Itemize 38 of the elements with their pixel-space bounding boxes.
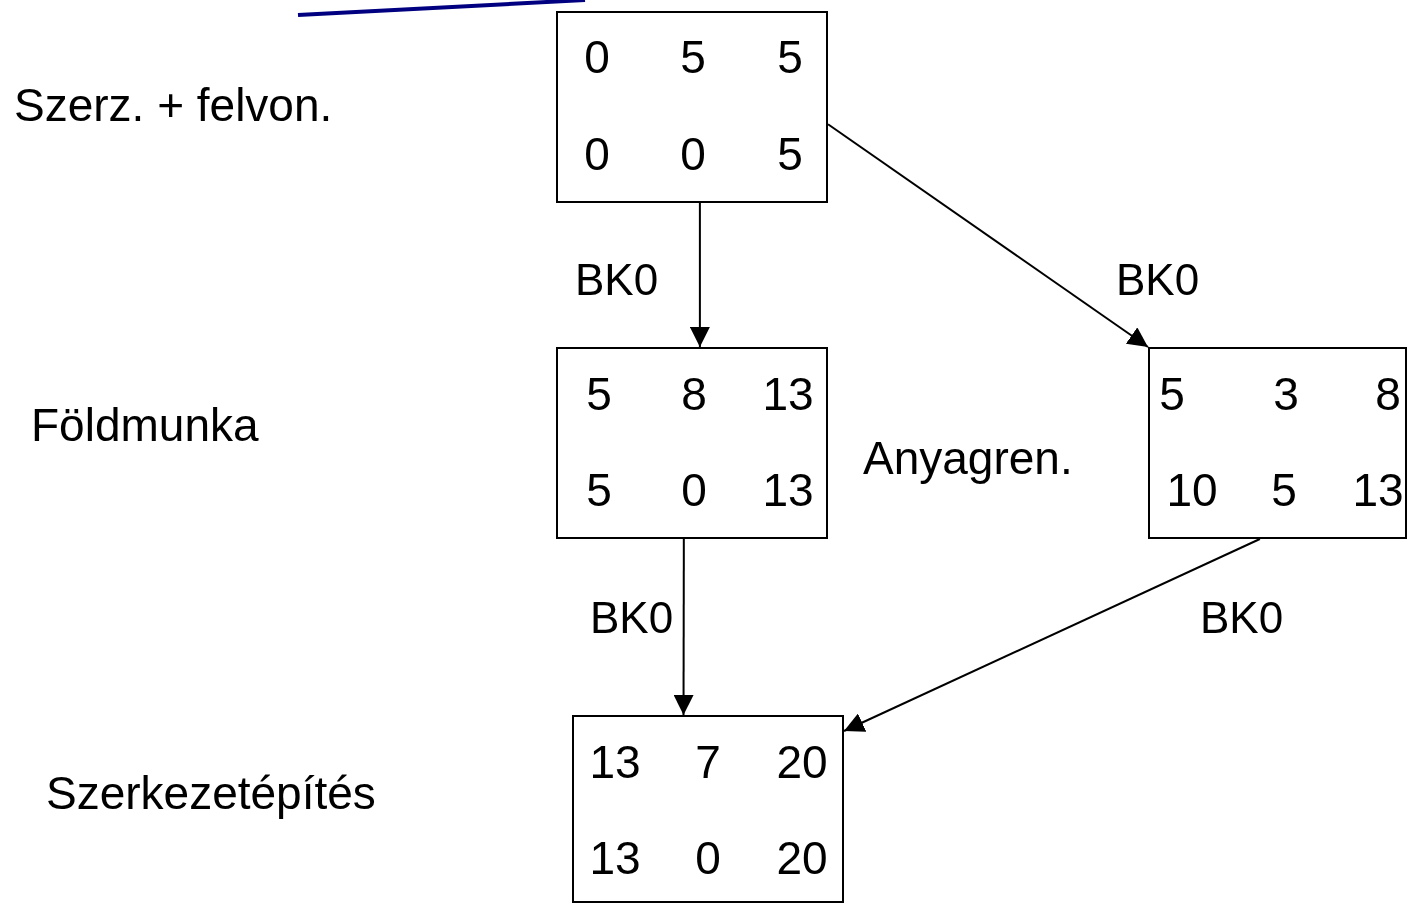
edge-label: BK0 bbox=[1116, 258, 1200, 302]
value-text: 13 bbox=[1352, 467, 1404, 513]
value-text: 20 bbox=[776, 739, 828, 785]
value-text: 5 bbox=[680, 34, 706, 80]
value-text: 5 bbox=[777, 34, 803, 80]
activity-box bbox=[556, 347, 828, 539]
arrow bbox=[673, 538, 694, 716]
value-text: 0 bbox=[695, 835, 721, 881]
arrow bbox=[843, 538, 1261, 732]
arrow bbox=[689, 202, 710, 348]
value-text: 7 bbox=[695, 739, 721, 785]
value-text: 13 bbox=[762, 467, 814, 513]
value-text: 13 bbox=[762, 371, 814, 417]
value-text: 5 bbox=[586, 371, 612, 417]
value-text: 0 bbox=[584, 131, 610, 177]
activity-box bbox=[556, 11, 828, 203]
value-text: 13 bbox=[589, 739, 641, 785]
value-text: 5 bbox=[1271, 467, 1297, 513]
activity-box bbox=[572, 715, 844, 903]
value-text: 8 bbox=[1375, 371, 1401, 417]
edge-label: BK0 bbox=[1200, 596, 1284, 640]
value-text: 0 bbox=[681, 467, 707, 513]
value-text: 5 bbox=[586, 467, 612, 513]
edge-label: BK0 bbox=[590, 596, 674, 640]
value-text: 3 bbox=[1273, 371, 1299, 417]
value-text: 5 bbox=[1159, 371, 1185, 417]
activity-label: Földmunka bbox=[31, 402, 259, 448]
value-text: 5 bbox=[777, 131, 803, 177]
value-text: 10 bbox=[1166, 467, 1218, 513]
value-text: 13 bbox=[589, 835, 641, 881]
activity-label: Szerz. + felvon. bbox=[14, 82, 333, 128]
edge-label: BK0 bbox=[575, 258, 659, 302]
value-text: 8 bbox=[681, 371, 707, 417]
arrow bbox=[827, 123, 1149, 348]
value-text: 0 bbox=[680, 131, 706, 177]
value-text: 0 bbox=[584, 34, 610, 80]
value-text: 20 bbox=[776, 835, 828, 881]
activity-box bbox=[1148, 347, 1407, 539]
